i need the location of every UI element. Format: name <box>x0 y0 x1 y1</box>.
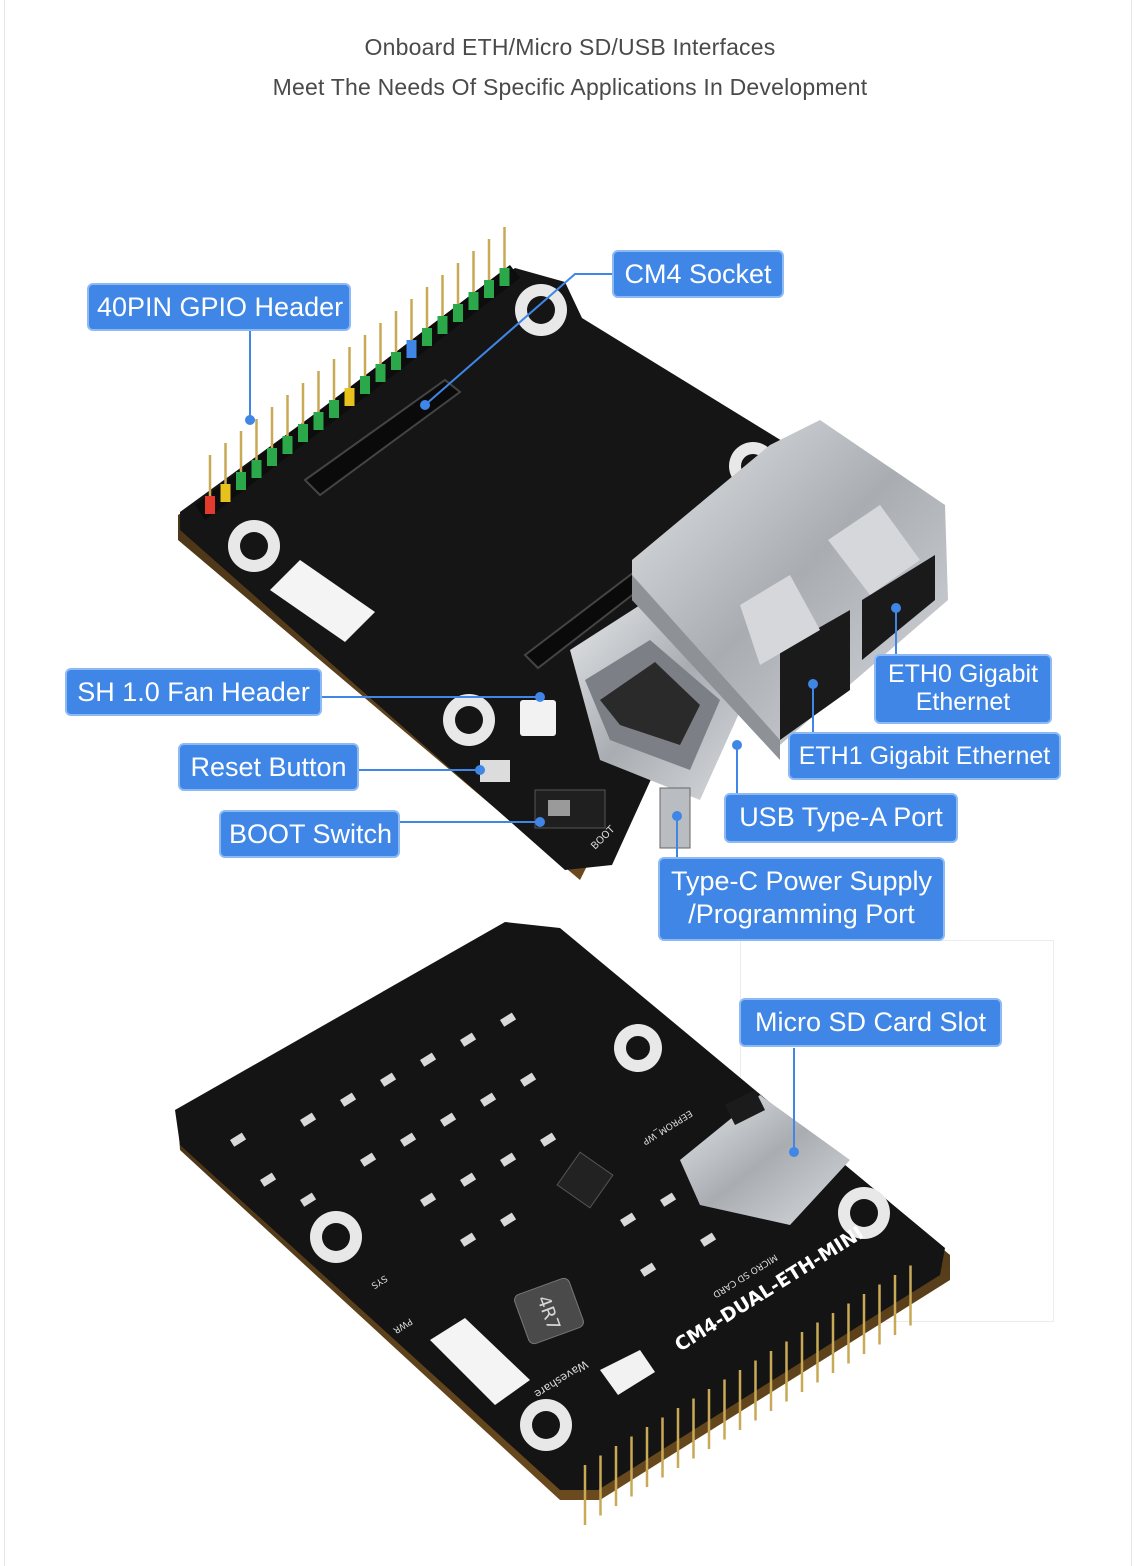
gpio-pin <box>298 424 308 442</box>
gpio-header <box>195 227 520 520</box>
smd-part <box>260 1172 277 1187</box>
label-gpio-header: 40PIN GPIO Header <box>87 283 351 331</box>
smd-part <box>459 1032 477 1047</box>
gpio-pin <box>251 460 262 478</box>
label-eth0: ETH0 Gigabit Ethernet <box>874 654 1052 724</box>
top-board: BOOT <box>178 227 948 880</box>
gpio-pin <box>375 364 386 382</box>
smd-part <box>539 1132 557 1147</box>
label-eth1: ETH1 Gigabit Ethernet <box>788 732 1061 780</box>
dual-rj45-jack <box>632 420 948 760</box>
gpio-pin <box>344 388 355 406</box>
gpio-pin <box>360 376 370 394</box>
label-type-c: Type-C Power Supply /Programming Port <box>658 857 945 941</box>
smd-part <box>520 1072 537 1087</box>
smd-part <box>360 1152 377 1167</box>
label-boot-switch: BOOT Switch <box>219 810 400 858</box>
bottom-board: 4R7 CM4-DUAL-ETH-MINI MICRO SD CARD Wave… <box>175 922 950 1525</box>
smd-part <box>399 1132 417 1147</box>
heading-line-1: Onboard ETH/Micro SD/USB Interfaces <box>364 34 776 60</box>
fan-header-connector <box>520 700 556 736</box>
micro-sd-slot <box>680 1090 850 1225</box>
gpio-pin <box>406 340 417 358</box>
waveshare-logo <box>600 1350 655 1395</box>
smd-part <box>480 1092 497 1107</box>
gpio-pin <box>282 436 293 454</box>
leader-dots <box>245 400 901 1157</box>
smd-components <box>229 1012 717 1277</box>
gpio-pin <box>391 352 401 370</box>
smd-part <box>639 1262 657 1277</box>
gpio-pin <box>437 316 448 334</box>
ic-chip <box>556 1151 614 1209</box>
reset-button-part <box>480 760 510 782</box>
gpio-pin <box>484 280 494 298</box>
label-fan-header: SH 1.0 Fan Header <box>65 668 322 716</box>
smd-part <box>339 1092 357 1107</box>
label-reset-button: Reset Button <box>178 743 359 791</box>
usb-type-a-port <box>570 605 745 800</box>
label-usb-type-a: USB Type-A Port <box>724 793 958 843</box>
gpio-pin <box>422 328 432 346</box>
smd-part <box>619 1212 637 1227</box>
smd-part <box>499 1012 517 1027</box>
heading-line-2: Meet The Needs Of Specific Applications … <box>272 74 868 100</box>
label-cm4-socket: CM4 Socket <box>612 250 784 298</box>
bottom-gpio-pins <box>583 1265 912 1525</box>
gpio-pin <box>313 412 324 430</box>
smd-part <box>460 1172 477 1187</box>
smd-part <box>459 1232 477 1247</box>
gpio-pin <box>236 472 246 490</box>
inductor <box>514 1277 584 1345</box>
gpio-pin <box>220 484 231 502</box>
gpio-pin <box>453 304 463 322</box>
gpio-pin <box>499 268 510 286</box>
gpio-pin <box>329 400 339 418</box>
gpio-pin <box>267 448 277 466</box>
gpio-pin <box>205 496 215 514</box>
smd-part <box>699 1232 717 1247</box>
smd-part <box>300 1192 317 1207</box>
bottom-board-pcb <box>175 922 945 1490</box>
smd-part <box>439 1112 457 1127</box>
cm4-socket-connector <box>303 378 462 497</box>
smd-part <box>660 1192 677 1207</box>
page-frame <box>4 0 1132 1566</box>
smd-part <box>420 1192 437 1207</box>
leader-lines <box>249 273 897 1150</box>
smd-part <box>500 1152 517 1167</box>
label-micro-sd: Micro SD Card Slot <box>739 998 1002 1047</box>
smd-part <box>229 1132 247 1147</box>
smd-part <box>299 1112 317 1127</box>
smd-part <box>420 1052 437 1067</box>
gpio-pin <box>468 292 479 310</box>
smd-part <box>500 1212 517 1227</box>
smd-part <box>380 1072 397 1087</box>
